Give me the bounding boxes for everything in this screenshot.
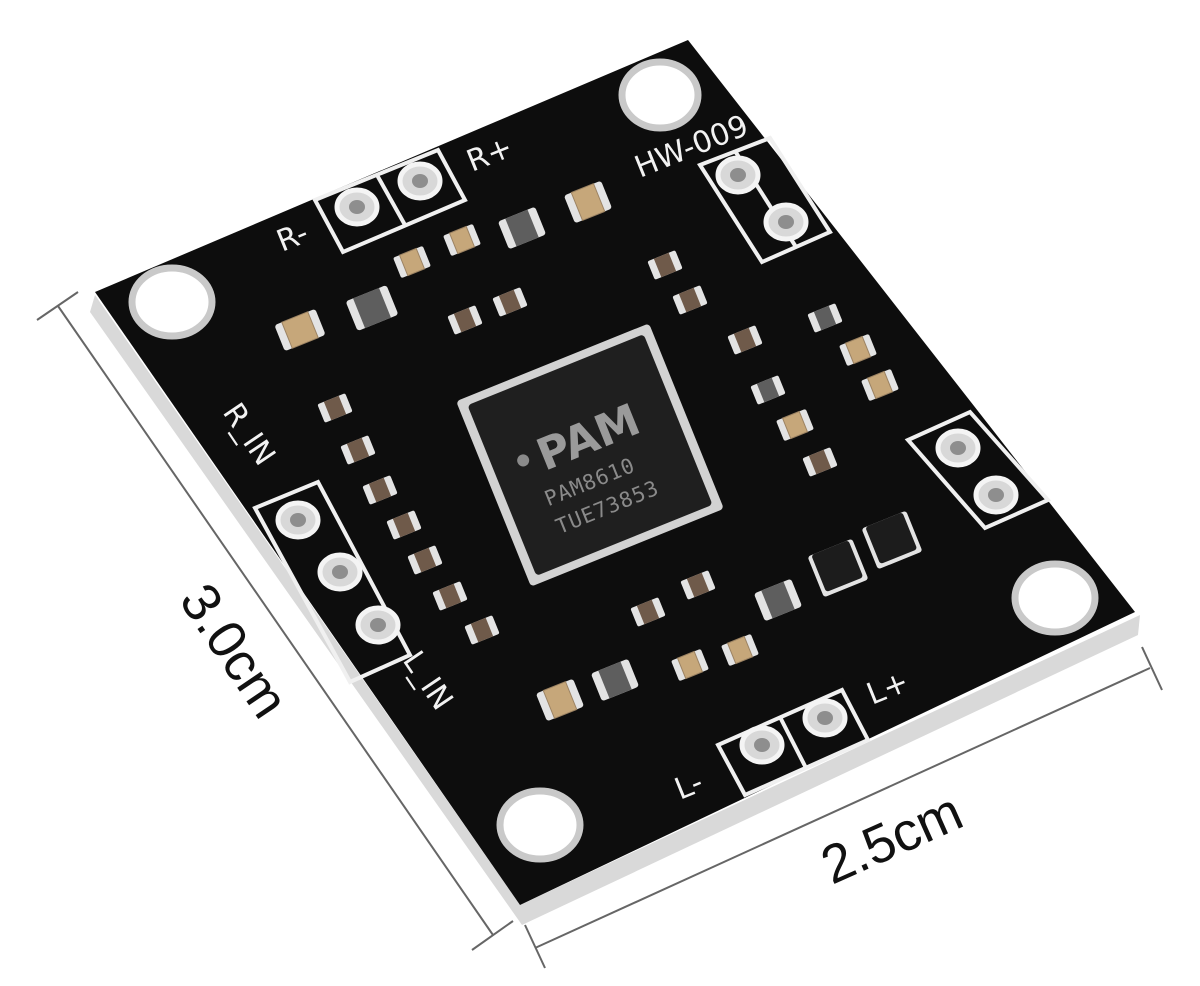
height-dimension-label: 3.0cm xyxy=(168,573,300,728)
smd-components xyxy=(275,181,922,721)
mounting-hole-top xyxy=(618,58,702,132)
mounting-hole-left xyxy=(128,264,216,340)
right-side-header xyxy=(904,409,1052,531)
mounting-hole-bottom xyxy=(496,787,584,863)
right-output-header xyxy=(312,147,468,255)
left-output-header xyxy=(715,687,871,798)
input-header xyxy=(252,479,413,685)
width-dimension-label: 2.5cm xyxy=(812,781,971,896)
mounting-hole-right xyxy=(1011,560,1099,636)
pam8610-chip: PAM PAM8610 TUE73853 xyxy=(457,324,723,586)
top-right-header xyxy=(696,135,833,265)
